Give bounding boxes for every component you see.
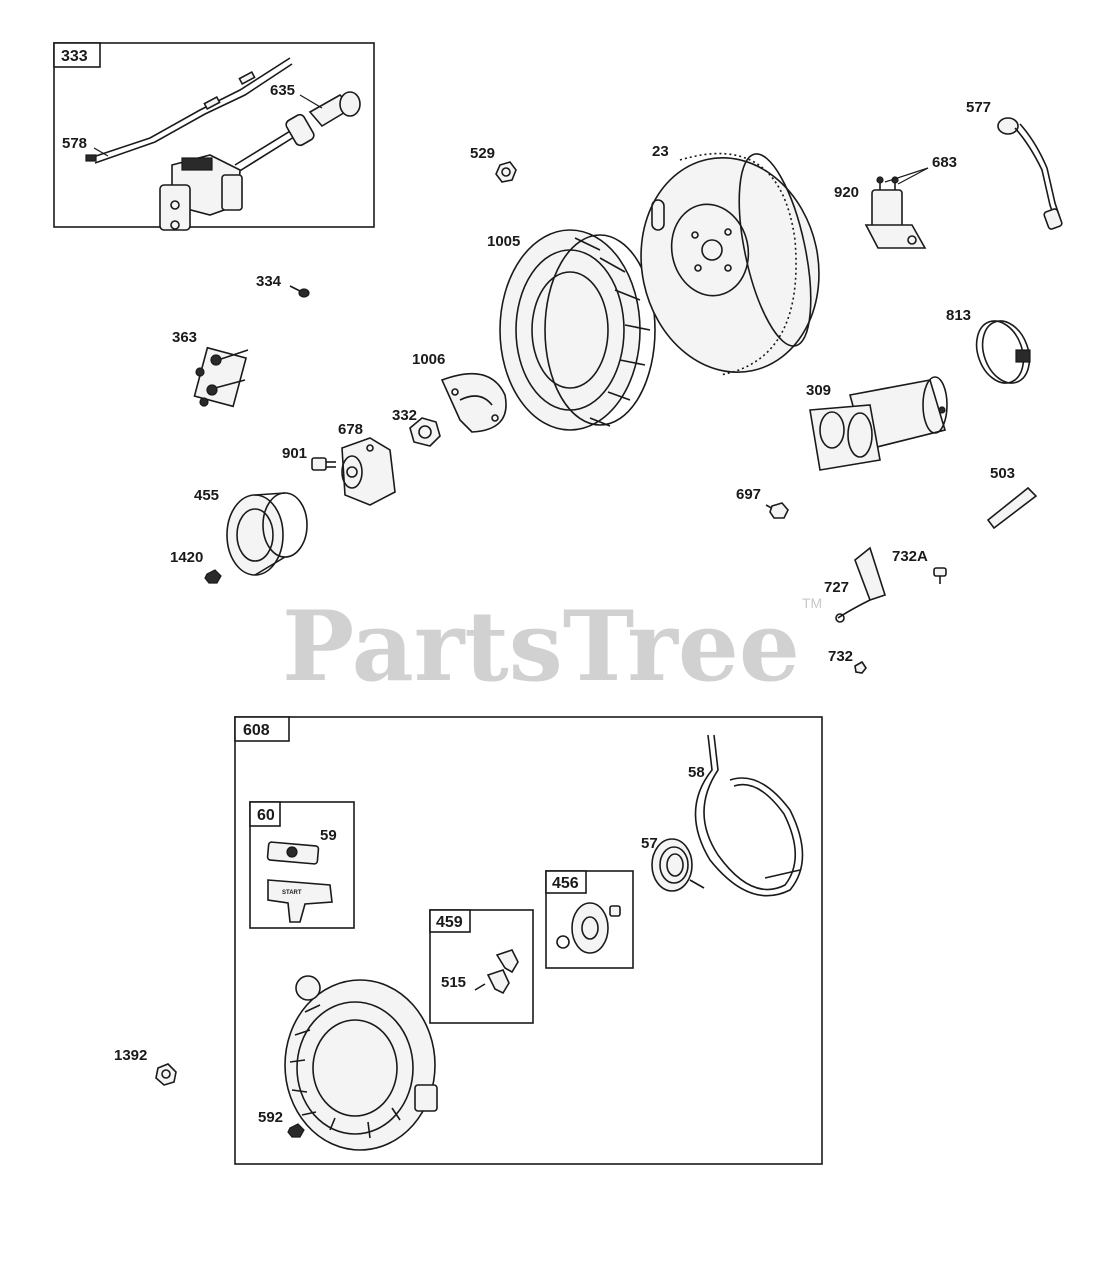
part-727-cable[interactable]	[835, 546, 887, 623]
callout-59[interactable]: 59	[320, 827, 337, 844]
group-456-label: 456	[552, 875, 579, 892]
part-578-wire[interactable]	[85, 57, 293, 164]
part-57-spring[interactable]	[651, 838, 705, 892]
callout-697[interactable]: 697	[736, 486, 761, 503]
part-334-screw[interactable]	[289, 285, 310, 298]
part-332-nut[interactable]	[409, 417, 441, 447]
callout-23[interactable]: 23	[652, 143, 669, 160]
part-577-lead[interactable]	[997, 117, 1063, 230]
callout-1420[interactable]: 1420	[170, 549, 203, 566]
part-1006-baffle[interactable]	[440, 372, 507, 433]
callout-920[interactable]: 920	[834, 184, 859, 201]
group-456-frame	[545, 870, 634, 969]
callout-515[interactable]: 515	[441, 974, 466, 991]
part-732A-screw[interactable]	[933, 567, 947, 584]
part-503-strip[interactable]	[986, 486, 1038, 530]
part-813-clamp[interactable]	[968, 314, 1037, 389]
callout-732[interactable]: 732	[828, 648, 853, 665]
callout-901[interactable]: 901	[282, 445, 307, 462]
callout-578[interactable]: 578	[62, 135, 87, 152]
group-459-frame	[429, 909, 534, 1024]
part-455-cup[interactable]	[226, 492, 308, 576]
group-333-frame	[53, 42, 375, 228]
group-60-tag	[249, 801, 281, 827]
part-515-pawl[interactable]	[474, 949, 519, 995]
part-608-recoil-housing[interactable]	[284, 975, 438, 1151]
part-59-handle-insert[interactable]	[266, 841, 320, 865]
part-592-nut[interactable]	[287, 1123, 305, 1138]
group-456: 456	[545, 870, 634, 969]
callout-577[interactable]: 577	[966, 99, 991, 116]
group-60: 60	[249, 801, 355, 929]
group-60-label: 60	[257, 807, 275, 824]
part-732-screw[interactable]	[854, 660, 867, 674]
callout-1006[interactable]: 1006	[412, 351, 445, 368]
callout-309[interactable]: 309	[806, 382, 831, 399]
part-901-bolt[interactable]	[311, 457, 336, 471]
part-1005-fan[interactable]	[499, 229, 656, 431]
part-456-pulley[interactable]	[556, 902, 621, 954]
handle-start-text: START	[282, 890, 302, 896]
callout-683[interactable]: 683	[932, 154, 957, 171]
part-697-bolt[interactable]	[765, 502, 789, 519]
callout-1005[interactable]: 1005	[487, 233, 520, 250]
group-60-frame	[249, 801, 355, 929]
callout-503[interactable]: 503	[990, 465, 1015, 482]
callout-57[interactable]: 57	[641, 835, 658, 852]
callout-732A[interactable]: 732A	[892, 548, 928, 565]
part-529-nut[interactable]	[495, 161, 517, 183]
group-608-tag	[234, 716, 290, 742]
part-920-solenoid[interactable]	[864, 176, 927, 249]
part-635-ignition-coil[interactable]	[159, 91, 361, 231]
group-608-label: 608	[243, 722, 270, 739]
group-608: 608	[234, 716, 823, 1165]
callout-58[interactable]: 58	[688, 764, 705, 781]
group-459: 459	[429, 909, 534, 1024]
watermark-text: PartsTree	[282, 590, 800, 703]
part-60-handle[interactable]: START	[267, 879, 333, 923]
callout-727[interactable]: 727	[824, 579, 849, 596]
part-678-housing[interactable]	[341, 437, 396, 506]
part-1420-screw[interactable]	[204, 569, 222, 584]
group-608-frame	[234, 716, 823, 1165]
part-309-starter-motor[interactable]	[809, 376, 948, 471]
group-456-tag	[545, 870, 587, 894]
callout-1392[interactable]: 1392	[114, 1047, 147, 1064]
group-459-tag	[429, 909, 471, 933]
callout-363[interactable]: 363	[172, 329, 197, 346]
group-459-label: 459	[436, 914, 463, 931]
group-333-tag	[53, 42, 101, 68]
callout-529[interactable]: 529	[470, 145, 495, 162]
part-23-flywheel[interactable]	[621, 141, 838, 389]
callout-592[interactable]: 592	[258, 1109, 283, 1126]
part-1392-nut[interactable]	[155, 1063, 177, 1086]
callout-334[interactable]: 334	[256, 273, 282, 290]
callout-635[interactable]: 635	[270, 82, 295, 99]
trademark-mark: TM	[802, 595, 822, 611]
group-333: 333	[53, 42, 375, 228]
callout-455[interactable]: 455	[194, 487, 219, 504]
callout-813[interactable]: 813	[946, 307, 971, 324]
callout-332[interactable]: 332	[392, 407, 417, 424]
group-333-label: 333	[61, 48, 88, 65]
part-58-rope[interactable]	[694, 734, 804, 897]
part-363-bracket[interactable]	[193, 346, 249, 408]
callout-678[interactable]: 678	[338, 421, 363, 438]
